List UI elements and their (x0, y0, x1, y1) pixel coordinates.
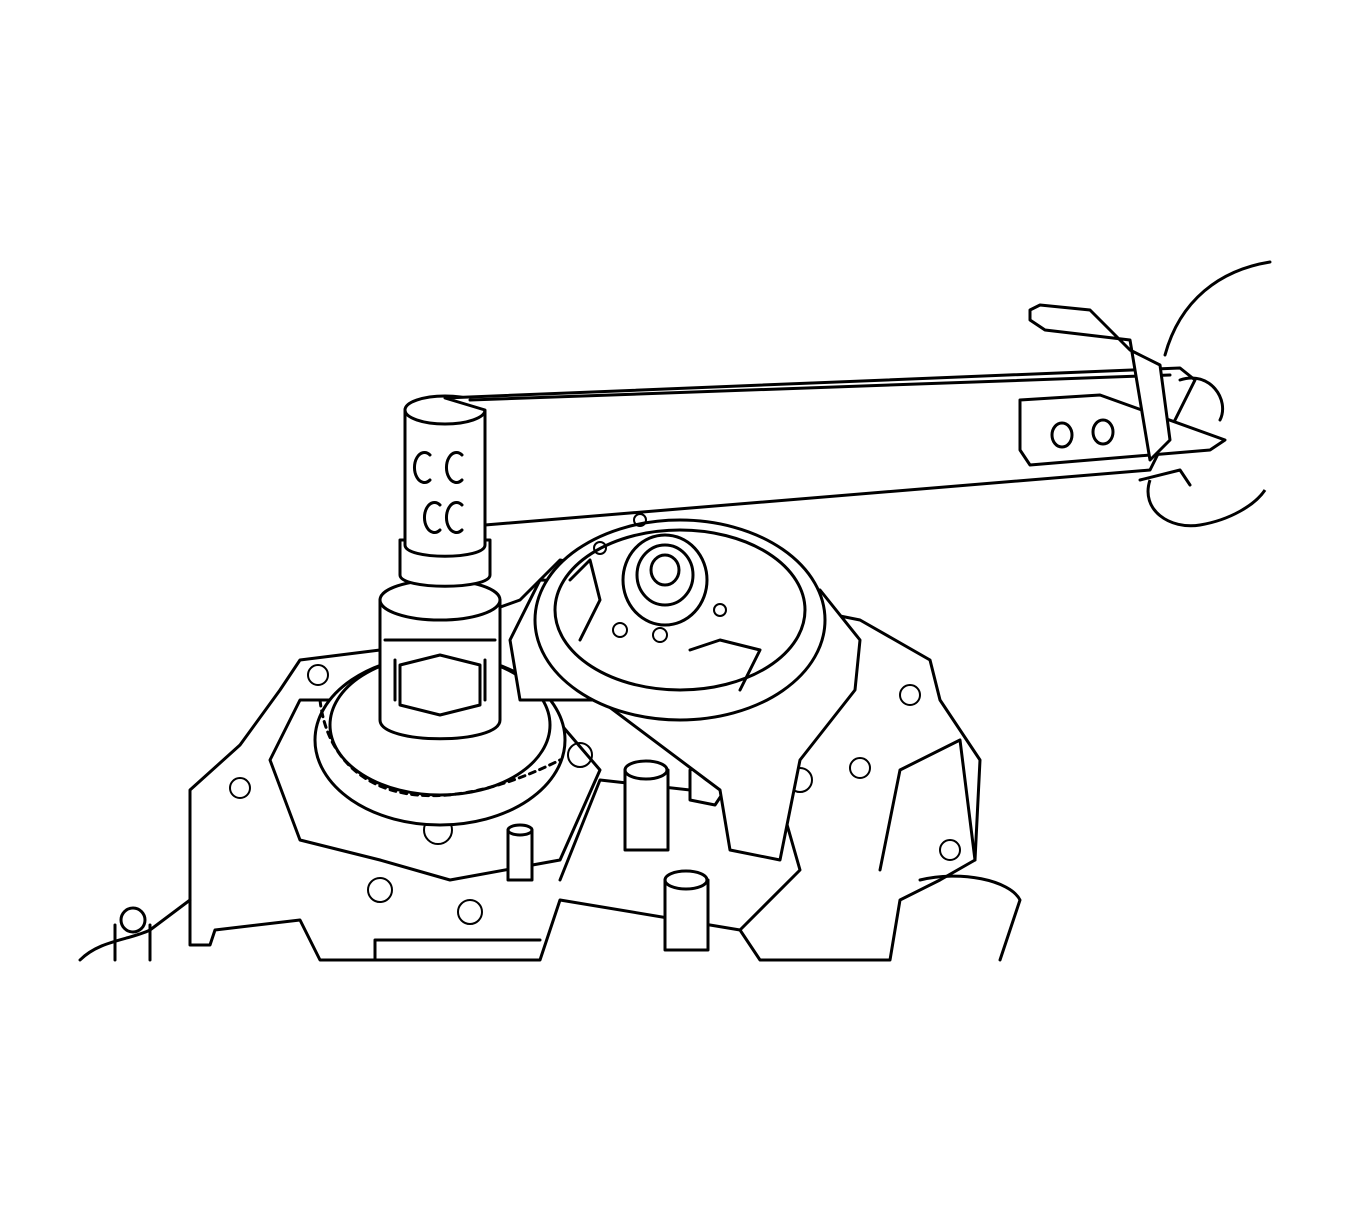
hand-icon (1028, 260, 1272, 528)
socket-icon (378, 394, 502, 741)
planetary-carrier (508, 513, 862, 862)
wrench-icon (443, 366, 1227, 527)
